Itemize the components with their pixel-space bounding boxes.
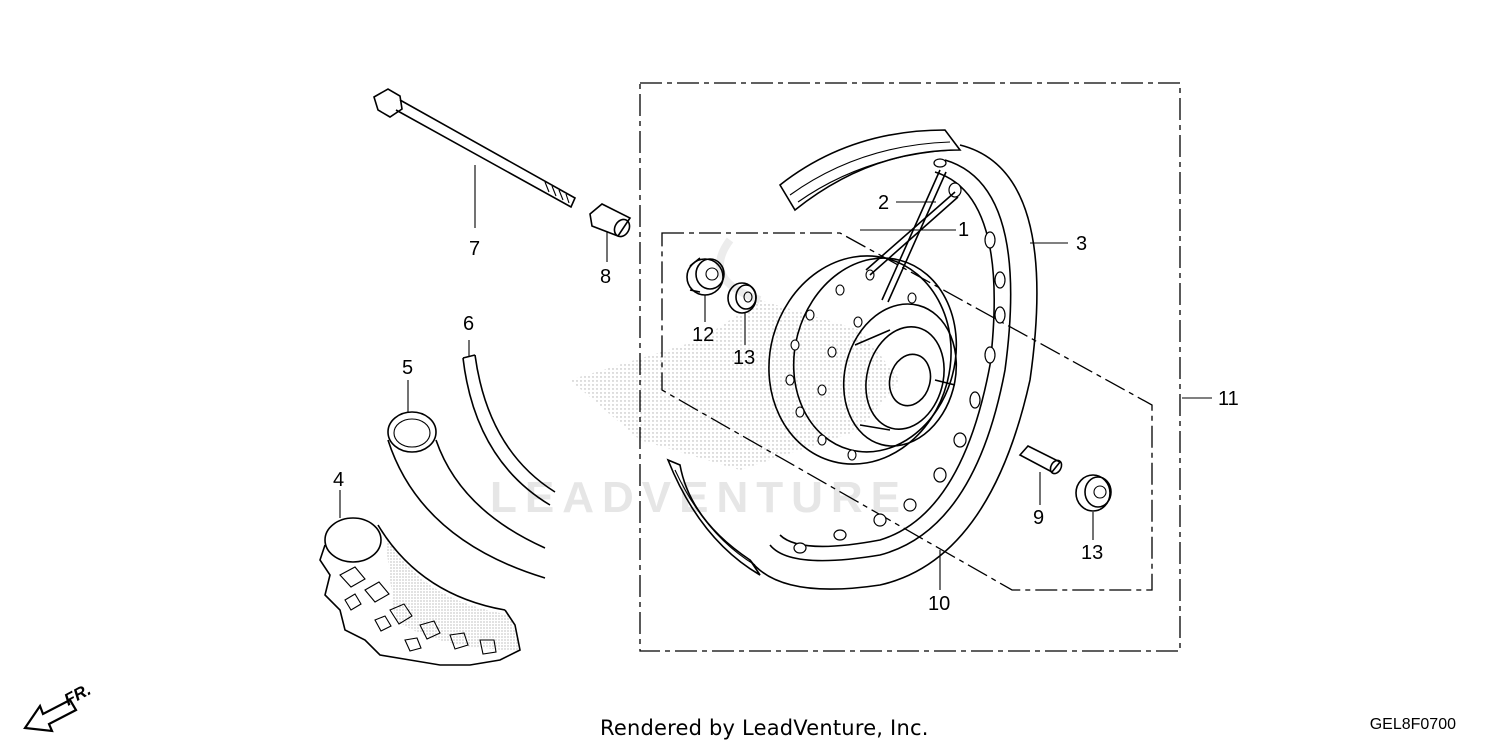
callout-1: 1 (958, 219, 969, 241)
inner-tube (387, 411, 546, 579)
callout-13-lower: 13 (1081, 542, 1103, 564)
front-arrow-icon (23, 698, 78, 733)
callout-4: 4 (333, 469, 344, 491)
tire (319, 517, 521, 666)
callout-5: 5 (402, 357, 413, 379)
assembly-11-outline (639, 82, 1181, 652)
axle-bolt (373, 88, 577, 209)
callout-11: 11 (1218, 388, 1239, 410)
front-direction-indicator: FR. (23, 680, 94, 733)
callout-8: 8 (600, 266, 611, 288)
render-credit: Rendered by LeadVenture, Inc. (600, 716, 929, 740)
callout-labels: 1 2 3 4 5 6 7 8 9 10 11 12 13 13 (333, 192, 1239, 615)
callout-2: 2 (878, 192, 889, 214)
callout-13-upper: 13 (733, 347, 755, 369)
leader-lines (339, 165, 1212, 590)
wheel-rim (666, 129, 1038, 590)
callout-9: 9 (1033, 507, 1044, 529)
diagram-code: GEL8F0700 (1369, 716, 1456, 733)
axle-collar (589, 203, 632, 238)
distance-collar (1018, 445, 1063, 475)
bearing-13-upper (727, 282, 757, 314)
spokes (865, 169, 959, 303)
wheel-hub (768, 255, 958, 465)
watermark: LEADVENTURE (490, 237, 908, 522)
callout-10: 10 (928, 593, 950, 615)
bearing-13-lower (1075, 474, 1112, 512)
watermark-text: LEADVENTURE (490, 473, 908, 522)
hub-assembly-outline (661, 232, 1153, 591)
callout-12: 12 (692, 324, 714, 346)
callout-6: 6 (463, 313, 474, 335)
callout-7: 7 (469, 238, 480, 260)
callout-3: 3 (1076, 233, 1087, 255)
